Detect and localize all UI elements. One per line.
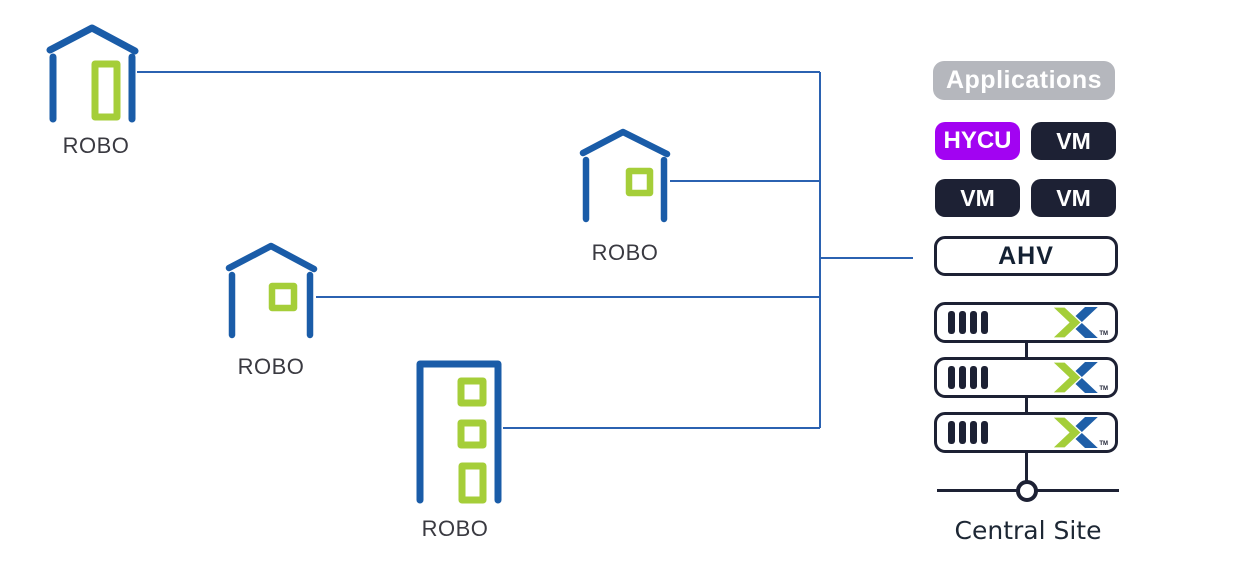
robo-label: ROBO [237, 354, 305, 379]
central-site-label: Central Site [954, 516, 1102, 545]
nutanix-x-icon: TM [1049, 306, 1108, 339]
server-connector [1025, 342, 1028, 358]
door-icon [458, 462, 487, 504]
vm-badge: VM [1031, 179, 1116, 217]
server-connector [1025, 397, 1028, 413]
trademark-text: TM [1099, 331, 1108, 337]
house-door-icon [46, 24, 139, 123]
window-icon [268, 282, 298, 312]
trademark-text: TM [1099, 386, 1108, 392]
vm-label: VM [1056, 127, 1091, 154]
connector-lines [137, 71, 913, 429]
robo-label: ROBO [591, 240, 659, 265]
disk-slots-icon [948, 421, 988, 444]
server-node: TM [934, 412, 1118, 453]
applications-label: Applications [945, 66, 1102, 94]
disk-slots-icon [948, 311, 988, 334]
nutanix-x-icon: TM [1049, 361, 1108, 394]
office-tower-icon [416, 360, 502, 504]
server-node: TM [934, 357, 1118, 398]
ahv-label: AHV [998, 241, 1054, 270]
window-icon [457, 419, 487, 449]
trademark-text: TM [1099, 441, 1108, 447]
hycu-label: HYCU [943, 127, 1012, 154]
hycu-badge: HYCU [935, 122, 1020, 160]
vm-badge: VM [1031, 122, 1116, 160]
robo-label: ROBO [62, 133, 130, 158]
house-window-icon [579, 128, 671, 223]
robo-label: ROBO [421, 516, 489, 541]
server-connector [1025, 452, 1028, 485]
house-window-icon [225, 242, 318, 339]
server-node: TM [934, 302, 1118, 343]
network-node-icon [1016, 480, 1038, 502]
ahv-box: AHV [934, 236, 1118, 276]
disk-slots-icon [948, 366, 988, 389]
vm-badge: VM [935, 179, 1020, 217]
vm-label: VM [960, 184, 995, 211]
door-icon [91, 60, 121, 121]
window-icon [457, 377, 487, 407]
nutanix-x-icon: TM [1049, 416, 1108, 449]
vm-label: VM [1056, 184, 1091, 211]
applications-badge: Applications [933, 61, 1115, 100]
window-icon [625, 167, 654, 197]
